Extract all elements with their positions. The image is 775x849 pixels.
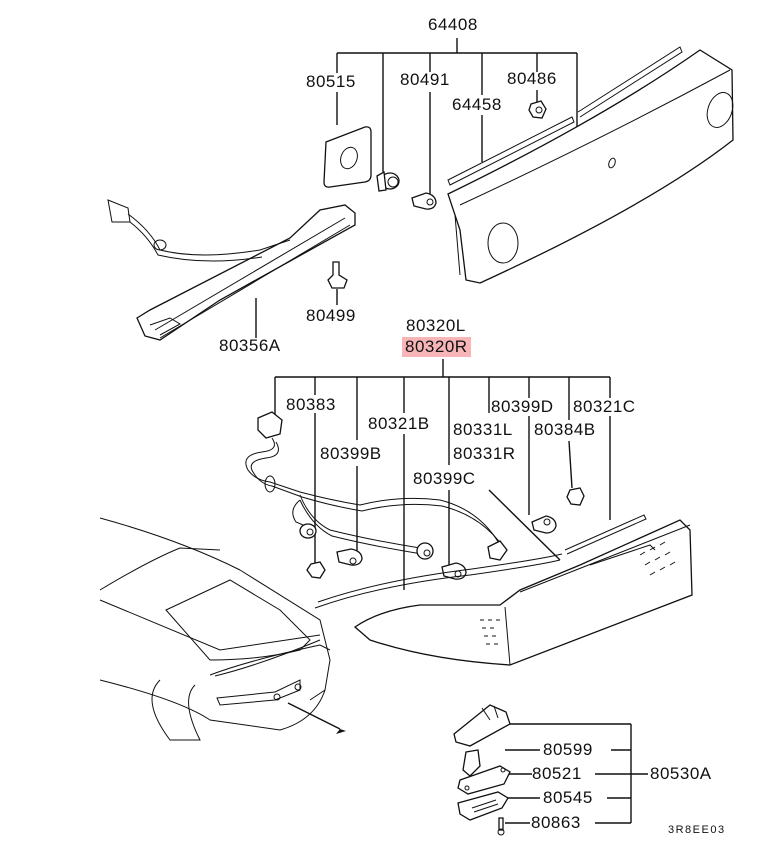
part-label-64458[interactable]: 64458 — [452, 95, 502, 114]
part-label-80545[interactable]: 80545 — [543, 788, 593, 807]
bulb-80399B — [336, 548, 363, 566]
part-label-80491[interactable]: 80491 — [400, 70, 450, 89]
part-label-80521[interactable]: 80521 — [532, 764, 582, 783]
bulb-80491 — [411, 192, 437, 210]
lamp-housing-80530A — [453, 704, 511, 747]
lens-pattern — [480, 541, 676, 645]
socket-80383-nut — [306, 561, 326, 579]
socket-left — [299, 523, 317, 539]
nut-80486 — [528, 100, 547, 119]
rear-garnish-panel — [447, 46, 734, 284]
screw-80499 — [327, 261, 348, 305]
part-label-80321B[interactable]: 80321B — [368, 414, 430, 433]
part-label-80356A[interactable]: 80356A — [219, 336, 281, 355]
socket-center — [416, 542, 434, 560]
socket-right — [487, 540, 508, 561]
part-label-80331L[interactable]: 80331L — [453, 420, 513, 439]
gasket-80545 — [457, 791, 509, 821]
part-label-80599[interactable]: 80599 — [543, 740, 593, 759]
part-label-80384B[interactable]: 80384B — [534, 420, 596, 439]
part-label-80320R-highlighted[interactable]: 80320R — [402, 337, 471, 357]
combination-lamp-80331 — [314, 514, 693, 666]
nut-80384B — [566, 487, 585, 506]
wiring-harness-80383 — [245, 411, 505, 555]
socket-80491 — [376, 170, 400, 192]
part-label-80331R[interactable]: 80331R — [453, 444, 516, 463]
part-label-80321C[interactable]: 80321C — [573, 397, 636, 416]
part-label-80530A[interactable]: 80530A — [650, 764, 712, 783]
part-label-80399B[interactable]: 80399B — [320, 444, 382, 463]
bulb-80399D — [531, 515, 557, 534]
lens-80521 — [457, 765, 511, 795]
leader-lines-64408 — [336, 38, 578, 195]
part-label-64408[interactable]: 64408 — [428, 15, 478, 34]
screw-80863 — [497, 817, 505, 836]
part-label-80863[interactable]: 80863 — [531, 813, 581, 832]
vehicle-outline — [99, 517, 346, 741]
leader-lines-80530A — [505, 723, 648, 824]
part-label-80399D[interactable]: 80399D — [491, 397, 554, 416]
gasket-80515 — [323, 126, 372, 188]
bulb-80599 — [462, 749, 481, 777]
part-label-80499[interactable]: 80499 — [306, 306, 356, 325]
part-label-80486[interactable]: 80486 — [507, 69, 557, 88]
part-label-80515[interactable]: 80515 — [306, 72, 356, 91]
leader-lines-80320 — [274, 359, 611, 590]
part-label-80399C[interactable]: 80399C — [413, 469, 476, 488]
part-label-80383[interactable]: 80383 — [286, 395, 336, 414]
part-label-80320L[interactable]: 80320L — [406, 316, 466, 335]
figure-code: 3R8EE03 — [668, 824, 726, 836]
high-mount-stop-lamp-80356A — [107, 199, 356, 341]
